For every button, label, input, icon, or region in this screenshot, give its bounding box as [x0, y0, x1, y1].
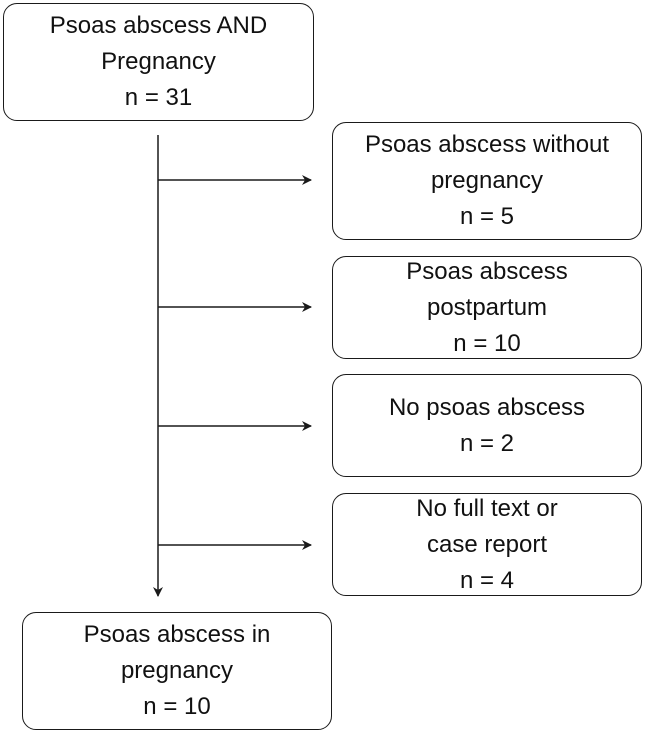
exclusion-4-line-1: No full text or: [416, 494, 558, 522]
exclusion-1-line-1: Psoas abscess without: [364, 131, 610, 158]
exclusion-2-count: n = 10: [453, 329, 521, 357]
start-count: n = 31: [124, 84, 193, 111]
start-line-1: Psoas abscess AND: [49, 12, 268, 39]
exclusion-box-3: No psoas abscess n = 2: [332, 374, 642, 477]
start-box: Psoas abscess AND Pregnancy n = 31: [3, 3, 314, 121]
exclusion-2-line-2: postpartum: [426, 293, 548, 321]
final-line-1: Psoas abscess in: [83, 621, 271, 648]
exclusion-box-4: No full text or case report n = 4: [332, 493, 642, 596]
exclusion-1-count: n = 5: [459, 203, 515, 230]
final-count: n = 10: [143, 693, 211, 720]
exclusion-3-count: n = 2: [459, 429, 515, 457]
exclusion-1-line-2: pregnancy: [430, 167, 544, 194]
exclusion-box-1: Psoas abscess without pregnancy n = 5: [332, 122, 642, 240]
final-box: Psoas abscess in pregnancy n = 10: [22, 612, 332, 730]
final-line-2: pregnancy: [120, 657, 234, 684]
exclusion-box-2: Psoas abscess postpartum n = 10: [332, 256, 642, 359]
exclusion-4-count: n = 4: [459, 566, 515, 594]
exclusion-3-line-1: No psoas abscess: [388, 393, 586, 421]
exclusion-2-line-1: Psoas abscess: [406, 257, 568, 285]
exclusion-4-line-2: case report: [426, 530, 548, 558]
start-line-2: Pregnancy: [101, 48, 216, 75]
